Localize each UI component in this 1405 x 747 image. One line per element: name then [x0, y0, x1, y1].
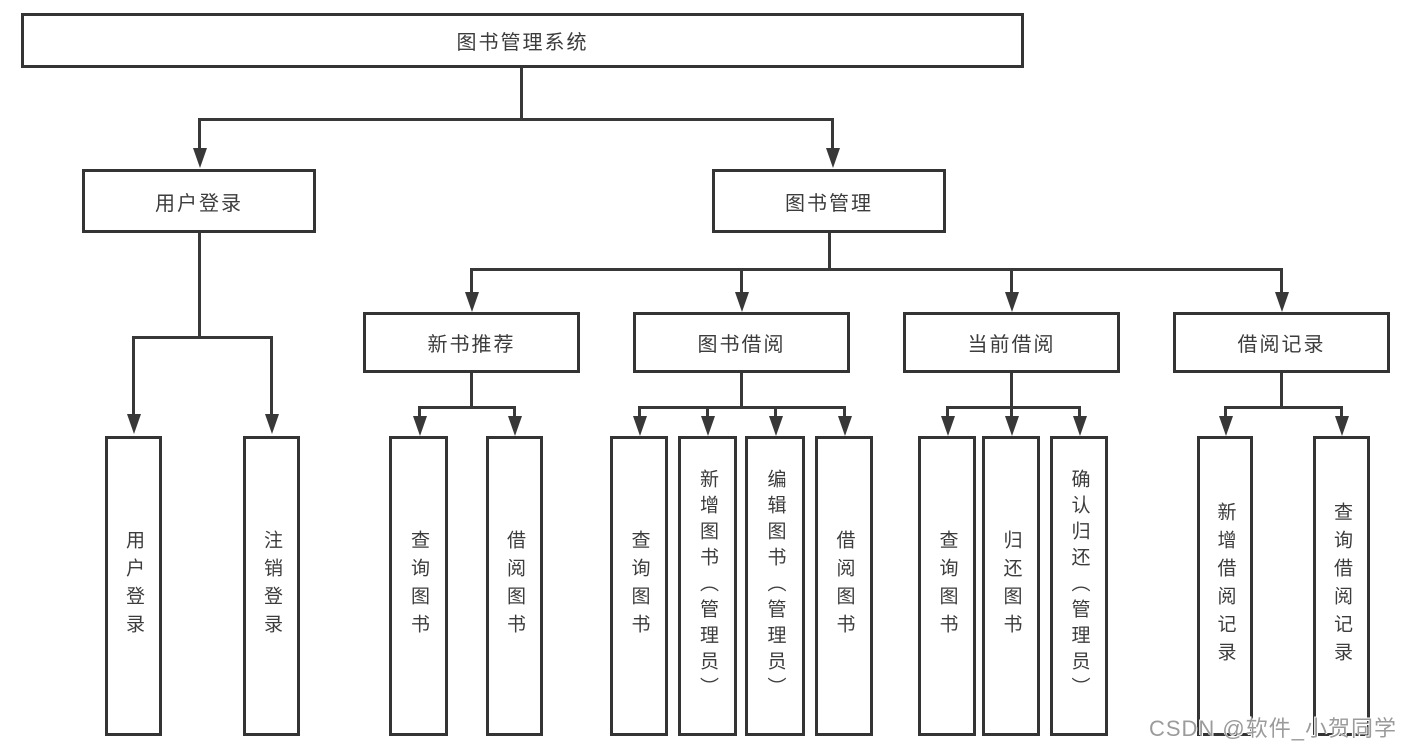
arrow-nb-query: [418, 406, 421, 416]
arrow-nb-borrow: [513, 406, 516, 416]
connector-new-books-rail: [418, 406, 516, 409]
leaf-borrow-books-recommend: 借阅图书: [486, 436, 543, 736]
connector-current-borrow-stem: [1010, 373, 1013, 409]
arrow-to-current-borrow: [1010, 268, 1013, 292]
arrow-bb-add: [706, 406, 709, 416]
connector-book-mgmt-stem: [828, 233, 831, 271]
arrow-cb-return: [1010, 406, 1013, 416]
arrow-br-add: [1224, 406, 1227, 416]
connector-borrow-records-stem: [1280, 373, 1283, 409]
node-user-login: 用户登录: [82, 169, 316, 233]
leaf-user-login: 用户登录: [105, 436, 162, 736]
arrow-cb-confirm: [1078, 406, 1081, 416]
leaf-query-books-current: 查询图书: [918, 436, 976, 736]
csdn-watermark: CSDN @软件_小贺同学: [1148, 716, 1397, 741]
connector-root-stem: [520, 68, 523, 121]
arrow-to-book-borrow: [740, 268, 743, 292]
connector-new-books-stem: [470, 373, 473, 409]
arrow-to-new-books: [470, 268, 473, 292]
arrow-bb-borrow: [843, 406, 846, 416]
node-book-mgmt: 图书管理: [712, 169, 946, 233]
connector-book-borrow-rail: [638, 406, 846, 409]
connector-current-borrow-rail: [946, 406, 1081, 409]
leaf-edit-books-admin: 编辑图书（管理员）: [745, 436, 805, 736]
node-current-borrow: 当前借阅: [903, 312, 1120, 373]
node-root-system: 图书管理系统: [21, 13, 1024, 68]
connector-book-borrow-stem: [740, 373, 743, 409]
connector-user-login-stem: [198, 233, 201, 339]
leaf-confirm-return-admin: 确认归还（管理员）: [1050, 436, 1108, 736]
leaf-add-borrow-record: 新增借阅记录: [1197, 436, 1253, 736]
leaf-borrow-books-borrow: 借阅图书: [815, 436, 873, 736]
arrow-to-borrow-records: [1280, 268, 1283, 292]
connector-level1-rail: [198, 118, 834, 121]
connector-user-login-rail: [132, 336, 273, 339]
leaf-logout: 注销登录: [243, 436, 300, 736]
node-book-borrow: 图书借阅: [633, 312, 850, 373]
arrow-cb-query: [946, 406, 949, 416]
node-borrow-records: 借阅记录: [1173, 312, 1390, 373]
arrow-to-book-mgmt: [831, 118, 834, 148]
leaf-add-books-admin: 新增图书（管理员）: [678, 436, 737, 736]
arrow-to-leaf-logout: [270, 336, 273, 414]
leaf-query-books-recommend: 查询图书: [389, 436, 448, 736]
connector-borrow-records-rail: [1224, 406, 1343, 409]
arrow-to-leaf-user-login: [132, 336, 135, 414]
arrow-bb-query: [638, 406, 641, 416]
leaf-query-borrow-record: 查询借阅记录: [1313, 436, 1370, 736]
leaf-query-books-borrow: 查询图书: [610, 436, 668, 736]
connector-level2-rail: [470, 268, 1283, 271]
arrow-bb-edit: [774, 406, 777, 416]
arrow-br-query: [1340, 406, 1343, 416]
arrow-to-user-login: [198, 118, 201, 148]
node-new-books: 新书推荐: [363, 312, 580, 373]
leaf-return-books: 归还图书: [982, 436, 1040, 736]
